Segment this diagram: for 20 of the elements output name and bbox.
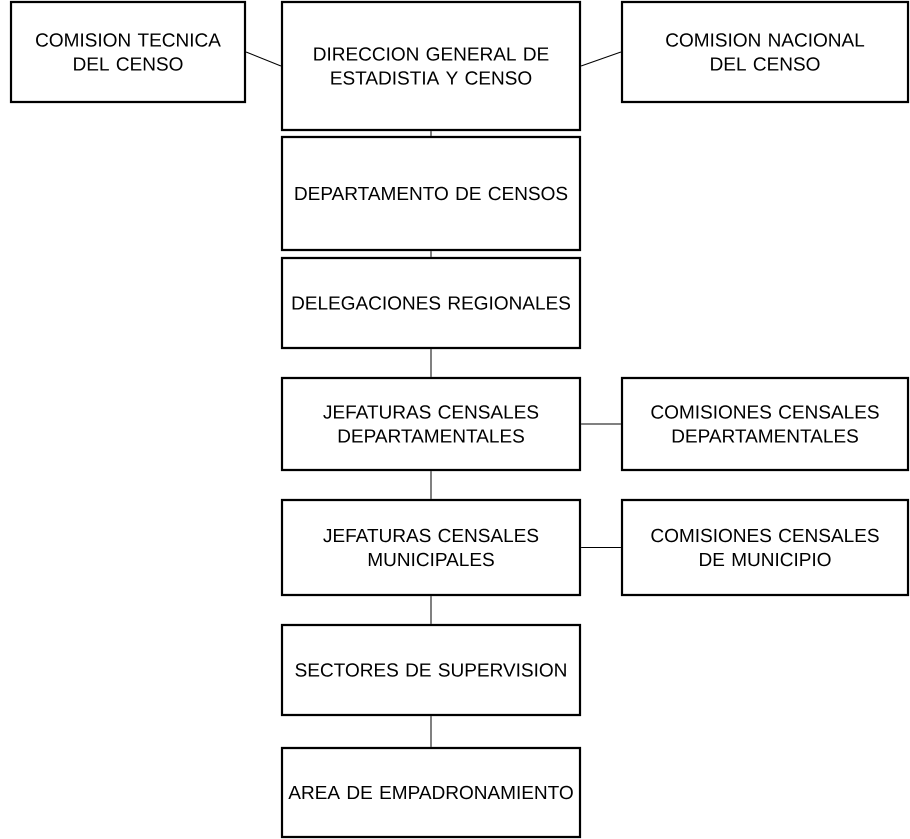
org-box: COMISIONES CENSALES DE MUNICIPIO	[620, 498, 910, 596]
org-box: AREA DE EMPADRONAMIENTO	[280, 746, 582, 838]
connector-line	[430, 348, 432, 378]
org-box: JEFATURAS CENSALES MUNICIPALES	[280, 498, 582, 596]
org-box: JEFATURAS CENSALES DEPARTAMENTALES	[280, 376, 582, 472]
org-box: SECTORES DE SUPERVISION	[280, 624, 582, 716]
connector-line	[430, 250, 432, 258]
connector-line	[246, 52, 282, 66]
org-box: COMISIONES CENSALES DEPARTAMENTALES	[620, 376, 910, 472]
connector-line	[430, 596, 432, 624]
org-box: DIRECCION GENERAL DE ESTADISTIA Y CENSO	[280, 0, 582, 132]
org-box: COMISION NACIONAL DEL CENSO	[620, 0, 910, 104]
org-box: DELEGACIONES REGIONALES	[280, 256, 582, 350]
connector-line	[580, 52, 622, 66]
org-box: DEPARTAMENTO DE CENSOS	[280, 136, 582, 252]
connector-line	[430, 716, 432, 748]
connector-line	[430, 470, 432, 500]
connector-line	[430, 130, 432, 136]
connector-line	[580, 547, 622, 548]
org-box: COMISION TECNICA DEL CENSO	[10, 0, 246, 104]
